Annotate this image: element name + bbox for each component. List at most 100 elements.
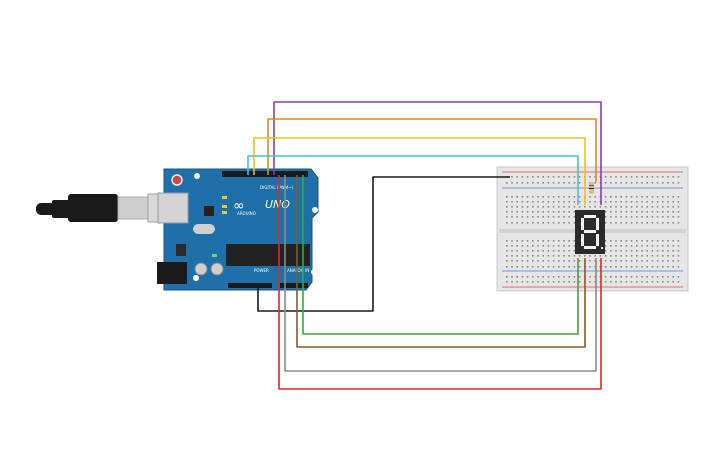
infinity-logo-icon: ∞: [233, 198, 245, 214]
breadboard-hole: [521, 222, 524, 224]
breadboard-hole: [578, 196, 581, 198]
breadboard-hole: [615, 250, 617, 252]
breadboard-hole: [537, 250, 539, 252]
breadboard-hole: [511, 211, 513, 213]
reset-button[interactable]: [171, 174, 183, 186]
arduino-board[interactable]: ∞ UNO ARDUINO DIGITAL (PWM~) POWER ANALO…: [157, 168, 319, 291]
breadboard-hole: [542, 211, 544, 213]
power-label: POWER: [254, 268, 269, 273]
breadboard-hole: [516, 240, 518, 242]
breadboard-hole: [630, 260, 633, 262]
wire-black[interactable]: [257, 176, 510, 312]
breadboard-hole: [532, 266, 534, 268]
breadboard-hole: [542, 245, 544, 247]
breadboard-hole: [563, 216, 565, 218]
resistor-band: [589, 188, 594, 189]
breadboard-hole: [594, 255, 596, 257]
breadboard-hole: [547, 255, 550, 257]
breadboard-hole: [672, 281, 674, 283]
breadboard-hole: [573, 240, 576, 242]
breadboard-hole: [625, 276, 628, 278]
breadboard-hole: [604, 196, 607, 198]
breadboard-hole: [552, 201, 555, 203]
breadboard-hole: [547, 182, 550, 184]
breadboard-hole: [625, 196, 628, 198]
breadboard-hole: [526, 276, 529, 278]
breadboard-hole: [542, 216, 544, 218]
breadboard-hole: [568, 196, 570, 198]
breadboard-hole: [537, 176, 539, 178]
breadboard-hole: [677, 201, 680, 203]
segment-a: [584, 215, 596, 218]
breadboard-hole: [526, 240, 529, 242]
breadboard-hole: [651, 260, 654, 262]
breadboard-hole: [641, 255, 643, 257]
breadboard-hole: [542, 276, 544, 278]
wire-orange[interactable]: [267, 118, 597, 182]
breadboard-hole: [604, 250, 607, 252]
breadboard-hole: [651, 216, 654, 218]
breadboard-hole: [646, 260, 648, 262]
wire-cyan[interactable]: [247, 155, 579, 205]
breadboard-hole: [630, 216, 633, 218]
wire-red[interactable]: [278, 175, 602, 390]
wire-green[interactable]: [302, 175, 579, 335]
breadboard-hole: [620, 255, 622, 257]
breadboard-hole: [667, 250, 669, 252]
resistor[interactable]: [589, 182, 594, 194]
breadboard-hole: [656, 260, 659, 262]
usb-port-metal: [157, 192, 189, 224]
breadboard-hole: [552, 260, 555, 262]
breadboard-hole: [667, 222, 669, 224]
wire-brown[interactable]: [296, 175, 586, 348]
breadboard-hole: [625, 260, 628, 262]
usb-cable-tail: [36, 203, 56, 215]
breadboard-hole: [563, 206, 565, 208]
breadboard-hole: [568, 176, 570, 178]
breadboard-hole: [516, 216, 518, 218]
breadboard-hole: [537, 260, 539, 262]
breadboard-hole: [662, 276, 664, 278]
breadboard-hole: [547, 211, 550, 213]
breadboard-hole: [511, 276, 513, 278]
breadboard-hole: [511, 196, 513, 198]
breadboard-hole: [646, 216, 648, 218]
breadboard-hole: [677, 240, 680, 242]
breadboard-hole: [552, 240, 555, 242]
breadboard-hole: [563, 240, 565, 242]
breadboard-hole: [537, 206, 539, 208]
digital-header: [222, 171, 308, 177]
breadboard-hole: [537, 276, 539, 278]
breadboard-hole: [506, 182, 508, 184]
breadboard-hole: [604, 201, 607, 203]
capacitor: [194, 262, 208, 276]
breadboard-hole: [511, 240, 513, 242]
breadboard-hole: [610, 240, 612, 242]
breadboard-hole: [620, 201, 622, 203]
board-model: UNO: [265, 198, 290, 211]
seven-segment-display[interactable]: [575, 210, 605, 254]
breadboard-hole: [558, 176, 560, 178]
breadboard-hole: [625, 281, 628, 283]
breadboard-hole: [672, 211, 674, 213]
breadboard-hole: [573, 276, 576, 278]
breadboard-hole: [667, 281, 669, 283]
breadboard-hole: [521, 240, 524, 242]
wires: [247, 101, 602, 390]
breadboard-hole: [662, 176, 664, 178]
breadboard-hole: [656, 250, 659, 252]
breadboard-hole: [656, 240, 659, 242]
breadboard-hole: [662, 196, 664, 198]
breadboard-hole: [552, 276, 555, 278]
wire-gray[interactable]: [284, 175, 597, 372]
breadboard-hole: [552, 206, 555, 208]
breadboard-hole: [584, 206, 586, 208]
breadboard-hole: [589, 176, 591, 178]
breadboard-hole: [604, 276, 607, 278]
breadboard-hole: [672, 222, 674, 224]
breadboard-hole: [552, 176, 555, 178]
mount-hole-icon: [193, 275, 199, 281]
breadboard-hole: [625, 245, 628, 247]
breadboard-hole: [651, 250, 654, 252]
